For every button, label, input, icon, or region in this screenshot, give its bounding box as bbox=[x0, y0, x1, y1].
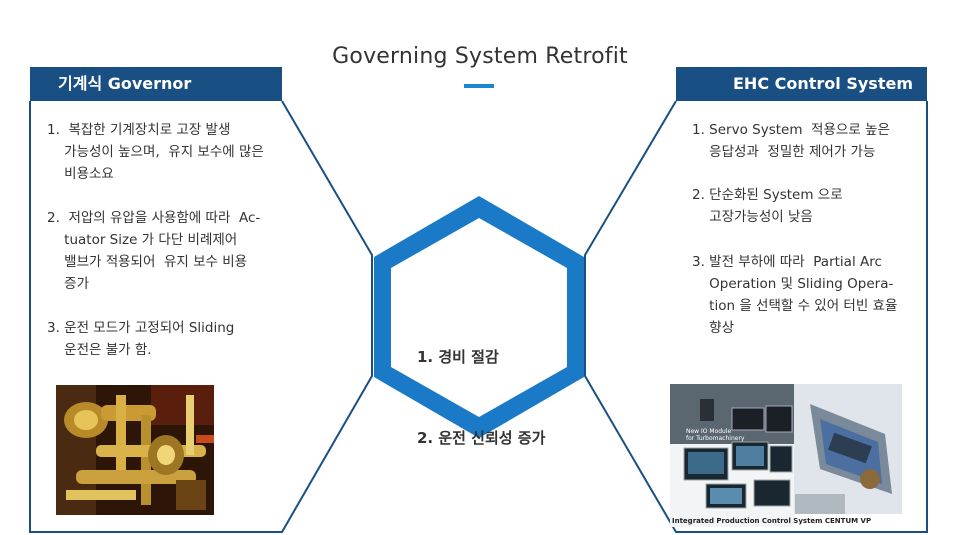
center-hexagon-inner bbox=[391, 218, 567, 417]
left-item-3: 3. 운전 모드가 고정되어 Sliding 운전은 불가 함. bbox=[47, 320, 235, 358]
title-underline bbox=[464, 84, 494, 88]
right-panel-outline bbox=[584, 100, 928, 533]
right-item-2: 2. 단순화된 System 으로 고장가능성이 낮음 bbox=[692, 187, 843, 225]
center-item-1: 1. 경비 절감 bbox=[417, 348, 499, 366]
right-item-3: 3. 발전 부하에 따라 Partial Arc Operation 및 Sli… bbox=[692, 254, 898, 336]
mechanical-governor-photo bbox=[56, 385, 214, 515]
left-item-2: 2. 저압의 유압을 사용함에 따라 Ac- tuator Size 가 다단 … bbox=[47, 210, 261, 292]
page-title: Governing System Retrofit bbox=[332, 44, 628, 69]
io-module-label: New IO Module for Turbomachinery bbox=[686, 428, 745, 442]
right-panel-header: EHC Control System bbox=[676, 67, 927, 101]
ehc-illustration bbox=[670, 384, 902, 527]
image-caption: Integrated Production Control System CEN… bbox=[672, 517, 872, 525]
ehc-system-photo bbox=[670, 384, 902, 527]
center-benefits: 1. 경비 절감 2. 운전 신뢰성 증가 bbox=[417, 290, 545, 506]
right-item-1: 1. Servo System 적용으로 높은 응답성과 정밀한 제어가 가능 bbox=[692, 122, 890, 160]
left-panel-header: 기계식 Governor bbox=[30, 67, 282, 101]
left-item-1: 1. 복잡한 기계장치로 고장 발생 가능성이 높으며, 유지 보수에 많은 비… bbox=[47, 122, 264, 182]
engine-illustration bbox=[56, 385, 214, 515]
left-panel-outline bbox=[29, 100, 373, 533]
center-item-2: 2. 운전 신뢰성 증가 bbox=[417, 429, 546, 447]
